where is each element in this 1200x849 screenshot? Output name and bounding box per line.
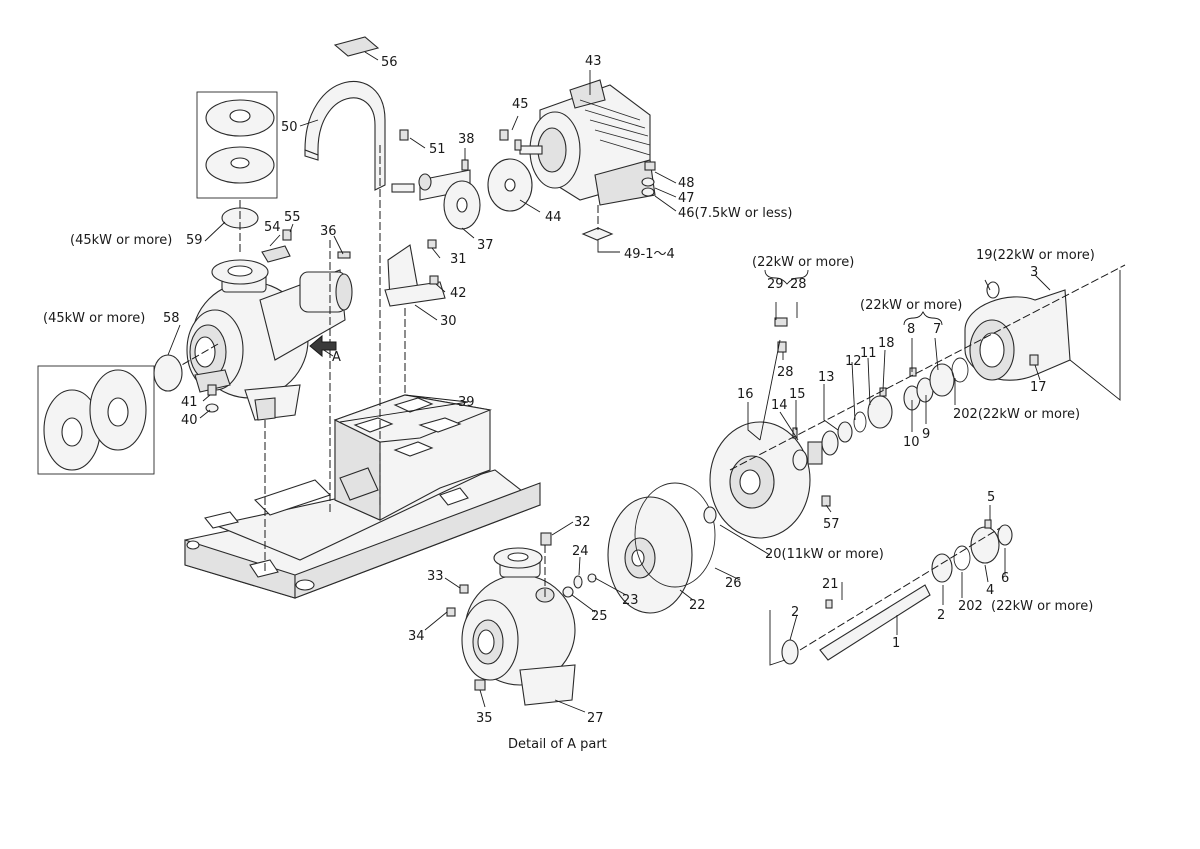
label-15: 15 bbox=[789, 387, 806, 402]
label-22: 22 bbox=[689, 598, 706, 613]
label-33: 33 bbox=[427, 569, 444, 584]
note-22kw-group-top: (22kW or more) bbox=[752, 255, 854, 270]
label-57: 57 bbox=[823, 517, 840, 532]
label-32: 32 bbox=[574, 515, 591, 530]
label-34: 34 bbox=[408, 629, 425, 644]
flange-detail-box-upper bbox=[196, 91, 278, 199]
label-3: 3 bbox=[1030, 265, 1038, 280]
label-202-top: 202(22kW or more) bbox=[953, 407, 1080, 422]
label-41: 41 bbox=[181, 395, 198, 410]
note-22kw-bottom: (22kW or more) bbox=[991, 599, 1093, 614]
label-46: 46(7.5kW or less) bbox=[678, 206, 792, 221]
label-11: 11 bbox=[860, 346, 877, 361]
impeller bbox=[607, 482, 716, 614]
part-labels: 56 50 51 38 45 43 48 47 46(7.5kW or less… bbox=[43, 54, 1095, 752]
casing-cover bbox=[709, 421, 811, 539]
label-13: 13 bbox=[818, 370, 835, 385]
label-51: 51 bbox=[429, 142, 446, 157]
label-1: 1 bbox=[892, 636, 900, 651]
note-45kw-lower: (45kW or more) bbox=[43, 311, 145, 326]
label-48: 48 bbox=[678, 176, 695, 191]
label-2-right: 2 bbox=[937, 608, 945, 623]
label-44: 44 bbox=[545, 210, 562, 225]
label-47: 47 bbox=[678, 191, 695, 206]
label-10: 10 bbox=[903, 435, 920, 450]
flange-detail-box-lower bbox=[37, 365, 155, 475]
motor bbox=[519, 79, 656, 206]
label-2-left: 2 bbox=[791, 605, 799, 620]
label-55: 55 bbox=[284, 210, 301, 225]
leader-lines bbox=[167, 51, 677, 423]
note-45kw-upper: (45kW or more) bbox=[70, 233, 172, 248]
label-29: 29 bbox=[767, 277, 784, 292]
label-38: 38 bbox=[458, 132, 475, 147]
label-45: 45 bbox=[512, 97, 529, 112]
leader-lines-right bbox=[679, 269, 1121, 641]
coupling-cover bbox=[304, 36, 386, 191]
motor-bolts bbox=[205, 129, 656, 413]
label-49: 49-1～4 bbox=[624, 247, 675, 262]
label-59: 59 bbox=[186, 233, 203, 248]
shim-plate bbox=[581, 227, 614, 241]
centerlines bbox=[179, 145, 1126, 651]
motor-bracket bbox=[384, 244, 446, 307]
label-4: 4 bbox=[986, 583, 994, 598]
label-58: 58 bbox=[163, 311, 180, 326]
label-40: 40 bbox=[181, 413, 198, 428]
base-plate bbox=[184, 394, 542, 599]
label-20: 20(11kW or more) bbox=[765, 547, 884, 562]
label-54: 54 bbox=[264, 220, 281, 235]
label-19: 19(22kW or more) bbox=[976, 248, 1095, 263]
label-28-top: 28 bbox=[790, 277, 807, 292]
bearing-bracket-frame bbox=[769, 610, 786, 666]
label-arrow-a: A bbox=[332, 350, 341, 365]
label-24: 24 bbox=[572, 544, 589, 559]
label-9: 9 bbox=[922, 427, 930, 442]
view-arrow-a bbox=[309, 334, 337, 358]
shaft-and-bearings bbox=[781, 519, 1013, 665]
label-37: 37 bbox=[477, 238, 494, 253]
label-35: 35 bbox=[476, 711, 493, 726]
label-12: 12 bbox=[845, 354, 862, 369]
label-36: 36 bbox=[320, 224, 337, 239]
leader-lines-detail-a bbox=[424, 521, 627, 713]
bearing-bracket bbox=[964, 281, 1071, 381]
label-7: 7 bbox=[933, 322, 941, 337]
label-56: 56 bbox=[381, 55, 398, 70]
gasket-58 bbox=[153, 354, 183, 392]
label-18: 18 bbox=[878, 336, 895, 351]
label-25: 25 bbox=[591, 609, 608, 624]
label-50: 50 bbox=[281, 120, 298, 135]
label-43: 43 bbox=[585, 54, 602, 69]
label-5: 5 bbox=[987, 490, 995, 505]
label-26: 26 bbox=[725, 576, 742, 591]
label-42: 42 bbox=[450, 286, 467, 301]
label-17: 17 bbox=[1030, 380, 1047, 395]
label-8: 8 bbox=[907, 322, 915, 337]
coupling-assembly bbox=[391, 158, 533, 230]
label-31: 31 bbox=[450, 252, 467, 267]
label-28-mid: 28 bbox=[777, 365, 794, 380]
detail-a-casing bbox=[446, 532, 597, 706]
label-23: 23 bbox=[622, 593, 639, 608]
label-27: 27 bbox=[587, 711, 604, 726]
seal-parts bbox=[703, 317, 1039, 524]
label-39: 39 bbox=[458, 395, 475, 410]
label-16: 16 bbox=[737, 387, 754, 402]
label-202-bottom: 202 bbox=[958, 599, 983, 614]
label-21: 21 bbox=[822, 577, 839, 592]
pump-casing-assembly bbox=[186, 259, 353, 421]
label-14: 14 bbox=[771, 398, 788, 413]
label-6: 6 bbox=[1001, 571, 1009, 586]
label-30: 30 bbox=[440, 314, 457, 329]
detail-a-caption: Detail of A part bbox=[508, 737, 607, 752]
note-22kw-group-mid: (22kW or more) bbox=[860, 298, 962, 313]
